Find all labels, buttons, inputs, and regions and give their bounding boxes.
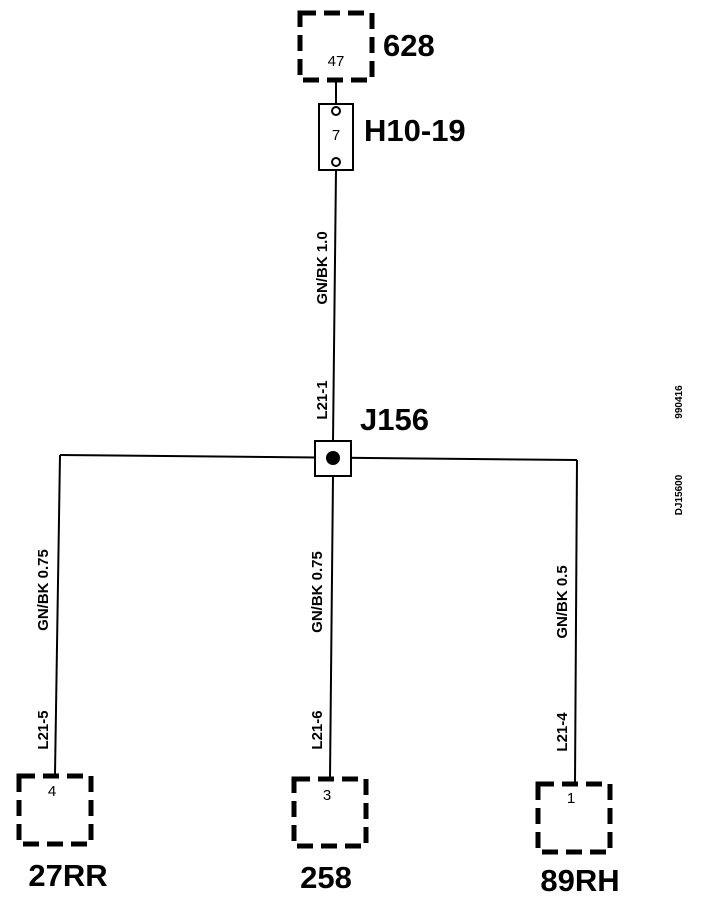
connector-258-box — [291, 776, 369, 849]
branch-258: GN/BK 0.75 L21-6 3 258 — [291, 475, 369, 895]
junction-label: J156 — [360, 402, 429, 437]
wire-branch-258 — [329, 475, 334, 779]
branch-27rr: GN/BK 0.75 L21-5 4 27RR — [16, 454, 108, 893]
wire-branch-258-terminal: L21-6 — [309, 710, 326, 749]
connector-89rh-label: 89RH — [540, 863, 619, 898]
fuse-top-terminal — [331, 106, 341, 116]
connector-258-label: 258 — [300, 860, 352, 895]
connector-27rr-box — [16, 773, 94, 847]
connector-258-pin: 3 — [323, 787, 331, 804]
connector-89rh-box — [535, 781, 613, 855]
wire-branch-89rh — [574, 459, 578, 784]
wire-branch-89rh-terminal: L21-4 — [554, 712, 571, 752]
branch-89rh: GN/BK 0.5 L21-4 1 89RH — [535, 459, 620, 898]
side-drawing-code: DJ15600 — [674, 474, 685, 515]
junction-j156: J156 — [59, 402, 578, 477]
wire-branch-258-label: GN/BK 0.75 — [309, 551, 326, 633]
wire-top-terminal: L21-1 — [314, 380, 331, 419]
wire-branch-27rr — [54, 454, 61, 775]
wire-top-label: GN/BK 1.0 — [314, 231, 331, 304]
fuse-pin: 7 — [332, 127, 340, 144]
fuse-bottom-terminal — [331, 157, 341, 167]
fuse-label: H10-19 — [364, 113, 466, 148]
wire-branch-27rr-terminal: L21-5 — [35, 710, 52, 749]
wire-top — [332, 169, 337, 442]
fuse-h10-19: 7 H10-19 — [318, 103, 466, 171]
connector-27rr-label: 27RR — [28, 858, 107, 893]
junction-node — [326, 451, 340, 465]
connector-628-pin: 47 — [328, 53, 345, 70]
wire-branch-27rr-label: GN/BK 0.75 — [35, 549, 52, 631]
connector-628: 47 628 — [297, 10, 435, 83]
wire-branch-89rh-label: GN/BK 0.5 — [554, 565, 571, 638]
side-date: 990416 — [674, 385, 685, 419]
connector-89rh-pin: 1 — [567, 790, 575, 807]
connector-27rr-pin: 4 — [48, 783, 56, 800]
connector-628-label: 628 — [383, 28, 435, 63]
